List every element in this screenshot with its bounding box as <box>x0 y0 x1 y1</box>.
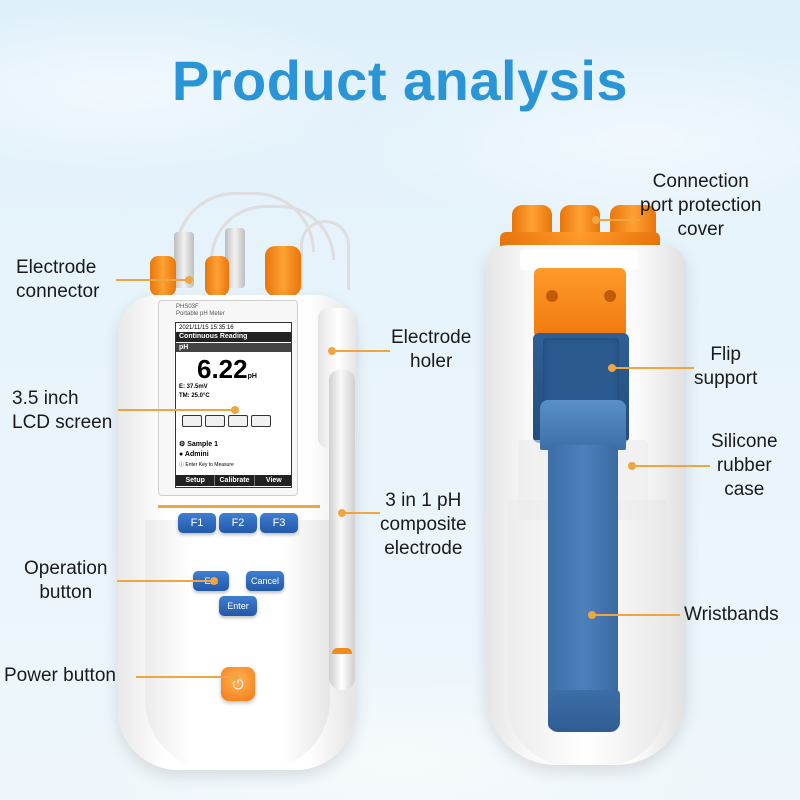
leader-composite-electrode <box>342 512 380 514</box>
screen-mini-box-1 <box>182 415 202 427</box>
softkey-view: View <box>253 475 291 486</box>
leader-operation-button <box>117 580 213 582</box>
softkey-calibrate: Calibrate <box>214 475 253 486</box>
screen-mini-box-4 <box>251 415 271 427</box>
label-wristbands: Wristbands <box>684 604 779 625</box>
power-icon: ⏻ <box>232 676 244 692</box>
leader-dot-flip-support <box>608 364 616 372</box>
user-icon: ● <box>179 451 184 458</box>
screen-user: ● Admini <box>179 451 209 458</box>
leader-dot-lcd-screen <box>231 406 239 414</box>
leader-wristbands <box>592 614 680 616</box>
page-title: Product analysis <box>171 49 629 112</box>
connector-cap-2 <box>205 256 229 296</box>
connector-plug-1 <box>174 232 194 288</box>
accent-strip <box>158 505 320 508</box>
wrist-strap <box>548 445 618 730</box>
connector-plug-2 <box>225 228 245 288</box>
f1-button[interactable]: F1 <box>178 513 216 533</box>
strap-bottom <box>548 690 620 732</box>
screen-param: pH <box>176 343 291 352</box>
leader-dot-electrode-connector <box>185 276 193 284</box>
leader-dot-power-button <box>231 673 239 681</box>
leader-electrode-connector <box>116 279 188 281</box>
leader-dot-wristbands <box>588 611 596 619</box>
leader-dot-operation-button <box>210 577 218 585</box>
meter-grip <box>145 520 330 770</box>
clear-port-cover <box>520 250 638 270</box>
info-icon: ⓘ <box>179 462 185 468</box>
screw-left <box>546 290 558 302</box>
leader-flip-support <box>612 367 694 369</box>
leader-electrode-holer <box>332 350 390 352</box>
screen-sample: ⚙ Sample 1 <box>179 441 218 448</box>
connector-cap-3 <box>265 246 301 296</box>
label-power-button: Power button <box>4 665 116 686</box>
leader-silicone-case <box>632 465 710 467</box>
screen-hint: ⓘ Enter Key to Measure <box>179 462 234 468</box>
power-button[interactable]: ⏻ <box>221 667 255 701</box>
leader-power-button <box>136 676 234 678</box>
cancel-button[interactable]: Cancel <box>246 571 284 591</box>
screen-datetime: 2021/11/15 15:35:16 <box>179 325 234 331</box>
hinge-block <box>534 268 626 338</box>
connector-cap-1 <box>150 256 176 296</box>
screen-mini-box-2 <box>205 415 225 427</box>
ph-electrode <box>329 370 355 690</box>
leader-dot-electrode-holer <box>328 347 336 355</box>
brand-label: PHS03F Portable pH Meter <box>176 304 225 317</box>
lcd-screen: 2021/11/15 15:35:16 Continuous Reading p… <box>175 322 292 488</box>
screen-reading: 6.22pH <box>197 354 257 384</box>
screen-e-value: E: 37.5mV <box>179 384 208 390</box>
leader-lcd-screen <box>118 409 234 411</box>
f3-button[interactable]: F3 <box>260 513 298 533</box>
leader-dot-port-cover <box>592 216 600 224</box>
screen-mode: Continuous Reading <box>176 332 291 342</box>
screen-tm-value: TM: 25.0°C <box>179 393 210 399</box>
screw-right <box>604 290 616 302</box>
leader-port-cover <box>596 219 640 221</box>
cable-3 <box>300 220 350 290</box>
leader-dot-composite-electrode <box>338 509 346 517</box>
screen-softkey-bar: Setup Calibrate View <box>176 475 291 486</box>
enter-button[interactable]: Enter <box>219 596 257 616</box>
f2-button[interactable]: F2 <box>219 513 257 533</box>
electrode-tip <box>332 648 352 690</box>
softkey-setup: Setup <box>185 477 205 484</box>
leader-dot-silicone-case <box>628 462 636 470</box>
strap-top <box>540 400 626 450</box>
flask-icon: ⚙ <box>179 441 186 448</box>
screen-mini-box-3 <box>228 415 248 427</box>
